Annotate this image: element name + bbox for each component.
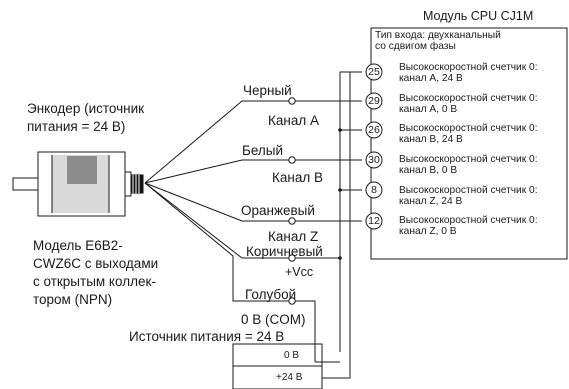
- encoder-window: [67, 156, 97, 184]
- wire-black-label: Черный: [243, 83, 292, 98]
- encoder-title-line2: питания = 24 В): [27, 119, 126, 134]
- channel-a-label: Канал А: [268, 113, 319, 128]
- channel-z-label: Канал Z: [268, 229, 319, 244]
- encoder-connector-step: [124, 171, 132, 197]
- input-type-line1: Тип входа: двухканальный: [375, 30, 501, 41]
- encoder-model-line4: тором (NPN): [33, 292, 113, 307]
- com-label: 0 В (COM): [241, 312, 306, 327]
- encoder-model-line1: Модель E6B2-: [33, 238, 123, 253]
- pin-desc-line2: канал Z, 24 В: [399, 196, 463, 207]
- module-title: Модуль CPU CJ1M: [423, 9, 534, 23]
- pin-desc-line2: канал В, 0 В: [399, 165, 458, 176]
- pin-desc-line1: Высокоскоростной счетчик 0:: [399, 93, 538, 104]
- encoder-shaft: [12, 177, 39, 191]
- pin-desc-line2: канал В, 24 В: [399, 134, 463, 145]
- encoder-title-line1: Энкодер (источник: [27, 101, 145, 116]
- wire-white-label: Белый: [242, 143, 284, 158]
- pin-number: 12: [368, 215, 380, 227]
- channel-b-label: Канал В: [272, 170, 323, 185]
- pin-number: 30: [368, 154, 380, 166]
- power-supply-title: Источник питания = 24 В: [129, 329, 285, 344]
- cpu-module-box: [370, 27, 568, 260]
- pin-circles: [365, 63, 383, 230]
- pin-desc-line1: Высокоскоростной счетчик 0:: [399, 154, 538, 165]
- wire-brown-label: Коричневый: [246, 244, 323, 259]
- pin-desc-line1: Высокоскоростной счетчик 0:: [399, 62, 538, 73]
- pin-number: 26: [368, 124, 380, 136]
- power-plus24-label: +24 В: [276, 372, 303, 383]
- input-type-line2: со сдвигом фазы: [375, 41, 456, 52]
- pin-desc-line2: канал Z, 0 В: [399, 226, 457, 237]
- pin-desc-line1: Высокоскоростной счетчик 0:: [399, 215, 538, 226]
- pin-desc-line1: Высокоскоростной счетчик 0:: [399, 123, 538, 134]
- pin-number: 29: [368, 95, 380, 107]
- pin-desc-line1: Высокоскоростной счетчик 0:: [399, 185, 538, 196]
- wire-orange-label: Оранжевый: [241, 203, 315, 218]
- encoder-model-line2: CWZ6C с выходами: [33, 256, 159, 271]
- pin-desc-line2: канал А, 24 В: [399, 73, 463, 84]
- encoder-connector: [130, 174, 144, 194]
- wire-blue-label: Голубой: [245, 287, 297, 302]
- pin-number: 8: [371, 184, 377, 196]
- bus-lines: [315, 72, 362, 379]
- encoder-model-line3: с открытым коллек-: [33, 274, 156, 289]
- pin-desc-line2: канал А, 0 В: [399, 104, 458, 115]
- wire-taps: [288, 97, 296, 305]
- pin-number: 25: [368, 66, 380, 78]
- power-zero-label: 0 В: [284, 350, 300, 361]
- vcc-label: +Vcc: [285, 265, 314, 279]
